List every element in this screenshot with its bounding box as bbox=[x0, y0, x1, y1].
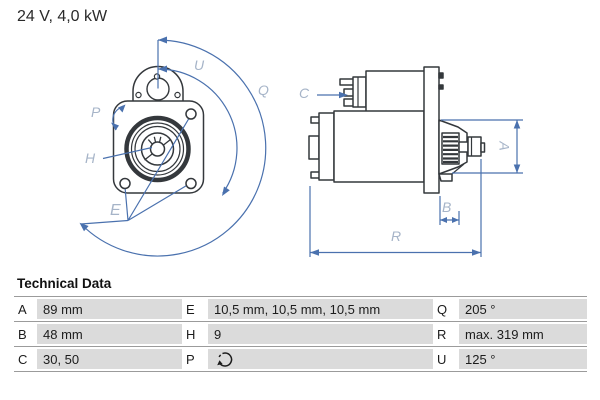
solenoid-stud bbox=[339, 78, 355, 86]
dim-value-p bbox=[208, 347, 433, 371]
dim-label-e: E bbox=[110, 202, 121, 219]
solenoid-body bbox=[365, 70, 426, 114]
dim-value-b: 48 mm bbox=[37, 322, 182, 346]
a-extension-lines bbox=[441, 119, 523, 174]
dim-value-a: 89 mm bbox=[37, 297, 182, 321]
dim-key-p: P bbox=[182, 347, 208, 371]
solenoid-cap bbox=[352, 76, 367, 108]
dim-label-p: P bbox=[91, 104, 101, 120]
rotation-ccw-icon bbox=[217, 352, 233, 367]
flange-bolt-holes bbox=[119, 108, 197, 190]
side-view bbox=[308, 66, 486, 194]
dim-value-h: 9 bbox=[208, 322, 433, 346]
arrowheads bbox=[79, 36, 230, 232]
pinion-shaft bbox=[458, 141, 469, 153]
shaft-bore bbox=[149, 141, 166, 157]
table-row: C 30, 50 P U 125 ° bbox=[14, 347, 587, 372]
e-leader-lines bbox=[80, 117, 191, 225]
dim-key-b: B bbox=[14, 322, 37, 346]
motor-terminal bbox=[308, 135, 320, 160]
dim-label-b: B bbox=[442, 199, 452, 215]
voltage-power-spec: 24 V, 4,0 kW bbox=[17, 8, 108, 25]
dim-label-a: A bbox=[496, 141, 513, 151]
technical-data-title: Technical Data bbox=[17, 276, 112, 291]
front-view-dimensions bbox=[79, 36, 267, 257]
technical-data-table: A 89 mm E 10,5 mm, 10,5 mm, 10,5 mm Q 20… bbox=[14, 296, 587, 372]
dim-key-h: H bbox=[182, 322, 208, 346]
u-dimension-arc bbox=[157, 68, 238, 194]
dim-value-e: 10,5 mm, 10,5 mm, 10,5 mm bbox=[208, 297, 433, 321]
drive-housing-lip bbox=[438, 173, 453, 182]
shaft-tip bbox=[480, 142, 486, 153]
dim-label-q: Q bbox=[258, 82, 269, 98]
dim-label-c: C bbox=[299, 85, 310, 101]
front-view bbox=[112, 65, 205, 194]
tab-small-hole bbox=[153, 73, 161, 80]
motor-body bbox=[333, 110, 425, 183]
h-leader-line bbox=[102, 146, 153, 160]
table-row: A 89 mm E 10,5 mm, 10,5 mm, 10,5 mm Q 20… bbox=[14, 297, 587, 322]
dim-value-c: 30, 50 bbox=[37, 347, 182, 371]
dim-key-a: A bbox=[14, 297, 37, 321]
starter-motor-drawing bbox=[79, 36, 523, 257]
tab-small-hole bbox=[174, 91, 181, 99]
mounting-plate bbox=[423, 66, 440, 194]
dim-key-r: R bbox=[433, 322, 459, 346]
pinion-teeth bbox=[443, 135, 458, 164]
tab-small-hole bbox=[135, 91, 142, 99]
shaft-end-cap bbox=[467, 136, 482, 157]
arrowheads bbox=[310, 91, 521, 256]
dim-label-r: R bbox=[391, 228, 402, 244]
dim-key-c: C bbox=[14, 347, 37, 371]
dim-label-u: U bbox=[194, 57, 205, 73]
commutator-end-cap bbox=[318, 112, 335, 181]
r-extension-lines bbox=[309, 159, 482, 257]
dim-key-q: Q bbox=[433, 297, 459, 321]
side-view-dimensions bbox=[309, 91, 523, 257]
dim-label-h: H bbox=[85, 150, 96, 166]
dim-value-u: 125 ° bbox=[459, 347, 587, 371]
dim-key-u: U bbox=[433, 347, 459, 371]
dim-key-e: E bbox=[182, 297, 208, 321]
table-row: B 48 mm H 9 R max. 319 mm bbox=[14, 322, 587, 347]
dim-value-q: 205 ° bbox=[459, 297, 587, 321]
dim-value-r: max. 319 mm bbox=[459, 322, 587, 346]
q-dimension-arc bbox=[80, 39, 267, 257]
